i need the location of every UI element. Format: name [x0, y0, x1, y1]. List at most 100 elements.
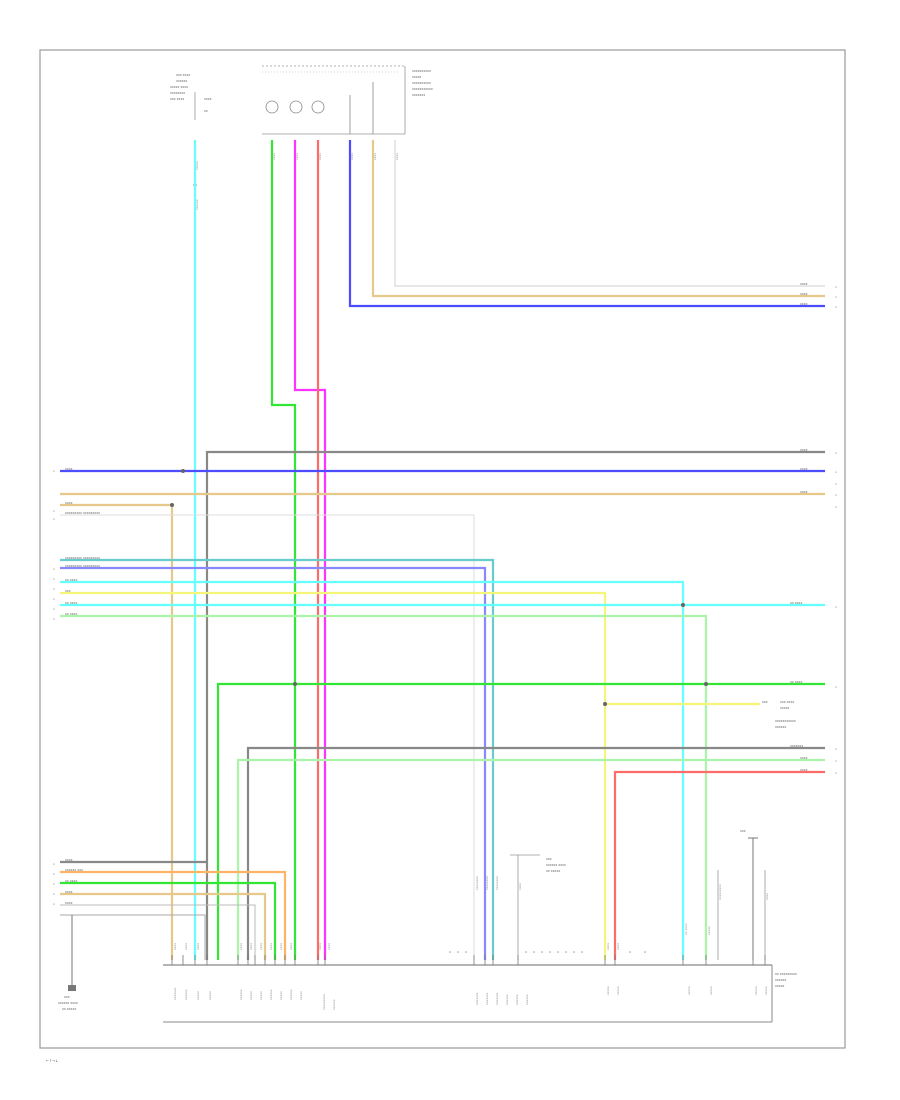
svg-text:x: x: [53, 892, 55, 896]
svg-text:xxx xxxx: xxx xxxx: [176, 73, 190, 77]
svg-text:xxxxxxxxx xxxxxxxxx: xxxxxxxxx xxxxxxxxx: [65, 556, 100, 560]
svg-text:xxxx: xxxx: [204, 97, 212, 101]
junction-dots: [170, 469, 708, 706]
svg-text:xxxxxxxx: xxxxxxxx: [485, 876, 489, 890]
pin-numbers-left: x x x x x x x x x x x x x x: [53, 469, 55, 906]
svg-text:xxxxxx: xxxxxx: [332, 999, 336, 1010]
svg-text:xxxx: xxxx: [373, 153, 377, 160]
svg-text:x: x: [53, 509, 55, 513]
svg-text:xxxxx: xxxxx: [259, 991, 263, 1000]
svg-text:x: x: [835, 470, 837, 474]
svg-text:x: x: [53, 902, 55, 906]
wire-labels-top: xxxx xxxx xxxx xxxx xxxx xxxx xxxxxx xxx…: [173, 153, 769, 950]
svg-text:x: x: [835, 305, 837, 309]
svg-text:xxxxx: xxxxx: [780, 706, 790, 710]
svg-text:xxxxxxxxxxx: xxxxxxxxxxx: [775, 719, 796, 723]
wire-white-ll2: [60, 914, 206, 960]
svg-text:xxxx: xxxx: [395, 153, 399, 160]
svg-text:xxxxx: xxxxx: [707, 926, 711, 935]
svg-text:xxxxx: xxxxx: [764, 986, 768, 995]
svg-text:xxxx: xxxx: [269, 943, 273, 950]
svg-text:xxx: xxx: [546, 857, 552, 861]
svg-text:xxxxxx: xxxxxx: [184, 989, 188, 1000]
svg-text:xxxxx: xxxxx: [208, 991, 212, 1000]
svg-text:xx xxxx: xx xxxx: [65, 879, 77, 883]
connector-stub-mid: xxx xxxxxx xxxx xx xxxxx: [510, 854, 566, 960]
wire-yellow-left: [60, 591, 607, 960]
svg-text:xxxx: xxxx: [800, 467, 808, 471]
svg-text:x: x: [53, 882, 55, 886]
svg-text:xxxxxxx: xxxxxxx: [412, 93, 425, 97]
fuse-label: xxx xxxx xxxxxx xxxxx xxxx xxxxxxxx xxx …: [170, 73, 212, 187]
svg-text:x: x: [835, 771, 837, 775]
wire-white-top: [394, 140, 825, 287]
svg-text:xxxx: xxxx: [350, 153, 354, 160]
svg-text:xxxxx: xxxxx: [299, 991, 303, 1000]
wire-magenta-top: [293, 140, 327, 960]
svg-text:xxxxxxxx: xxxxxxxx: [475, 876, 479, 890]
svg-text:xxxxxx: xxxxxx: [176, 79, 187, 83]
svg-text:xxxxxxxxx: xxxxxxxxx: [718, 884, 722, 900]
top-connector-housing: xxxxxxxxxx xxxxx xxxxxxxxxx xxxxxxxxxxx …: [262, 65, 433, 135]
svg-text:x: x: [53, 617, 55, 621]
svg-text:xxxx: xxxx: [65, 890, 73, 894]
wire-green-mid: [216, 682, 825, 960]
svg-text:xxxxxx: xxxxxx: [775, 978, 786, 982]
svg-text:xxx: xxx: [64, 995, 70, 999]
svg-text:xxxxx: xxxxx: [709, 986, 713, 995]
svg-text:xxxxxxxxx xxxxxxxxx: xxxxxxxxx xxxxxxxxx: [65, 511, 100, 515]
svg-text:xxxxx: xxxxx: [754, 986, 758, 995]
svg-text:xxxx: xxxx: [272, 153, 276, 160]
svg-text:xxxxx xxxx: xxxxx xxxx: [170, 85, 188, 89]
svg-text:xxxx: xxxx: [295, 153, 299, 160]
svg-text:xxxx: xxxx: [800, 768, 808, 772]
wire-white-left: [60, 514, 475, 960]
svg-text:xxxxxx: xxxxxx: [269, 989, 273, 1000]
svg-text:xxxxx: xxxxx: [279, 991, 283, 1000]
main-module: xxxxxxx xxxxxx xxxxx xxxxx xxxxxx xxxxx …: [163, 951, 797, 1023]
svg-text:x: x: [53, 872, 55, 876]
pin-numbers-right: x x x x x x x x x x x x x: [835, 285, 837, 775]
svg-text:xxxx: xxxx: [800, 282, 808, 286]
svg-text:x: x: [53, 597, 55, 601]
wire-teal-left: [60, 558, 495, 960]
svg-text:xxx: xxx: [740, 829, 746, 833]
svg-text:x: x: [835, 747, 837, 751]
wire-green-ll: [60, 881, 277, 960]
svg-text:xxxxxxxxxxx: xxxxxxxxxxx: [412, 87, 433, 91]
wire-cyan-left: [60, 580, 685, 960]
svg-text:x: x: [53, 587, 55, 591]
svg-text:xxxxx: xxxxx: [412, 75, 422, 79]
svg-text:xxxxxx: xxxxxx: [505, 994, 509, 1005]
wire-lightblue-left: [60, 566, 487, 960]
svg-text:xxxxxx: xxxxxx: [525, 994, 529, 1005]
svg-text:xx xxxx: xx xxxx: [65, 612, 77, 616]
svg-text:xx xxxx: xx xxxx: [790, 601, 802, 605]
wire-gray-low: [246, 746, 825, 960]
svg-text:xxxx: xxxx: [800, 756, 808, 760]
svg-text:x: x: [835, 295, 837, 299]
wire-blue-top: [348, 140, 825, 308]
svg-text:x: x: [835, 685, 837, 689]
svg-text:xxxx: xxxx: [616, 943, 620, 950]
svg-text:xxxxxx: xxxxxx: [775, 725, 786, 729]
svg-text:xxxx: xxxx: [289, 943, 293, 950]
svg-text:x: x: [53, 862, 55, 866]
wire-lightgreen-left: [60, 614, 708, 960]
svg-text:x: x: [835, 505, 837, 509]
svg-text:xxxxxx: xxxxxx: [195, 199, 199, 210]
svg-text:xxxx: xxxx: [318, 153, 322, 160]
svg-text:x: x: [835, 285, 837, 289]
svg-text:x: x: [53, 607, 55, 611]
svg-text:xxxxxxxxxx: xxxxxxxxxx: [412, 69, 431, 73]
svg-text:xxxx: xxxx: [318, 943, 322, 950]
wire-tan-top: [371, 140, 825, 298]
wire-gray-mid: [205, 450, 825, 960]
wire-green-top: [270, 140, 297, 960]
svg-text:x: x: [835, 482, 837, 486]
svg-text:xxxxxx xxxx: xxxxxx xxxx: [58, 1001, 78, 1005]
svg-text:xxx xxxx: xxx xxxx: [780, 700, 794, 704]
svg-text:xxxxxxx: xxxxxxx: [790, 744, 803, 748]
